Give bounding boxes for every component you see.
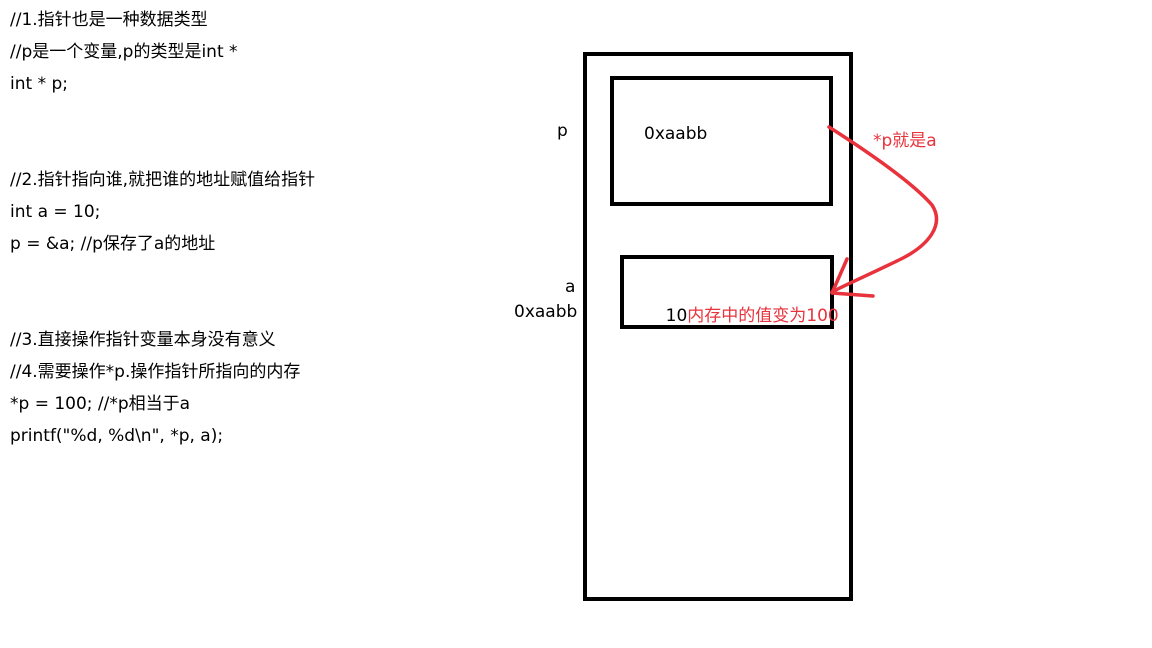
code-line-5: int a = 10; — [10, 202, 101, 222]
variable-a-value: 10内存中的值变为100 — [644, 283, 839, 349]
code-line-3: int * p; — [10, 74, 68, 94]
code-line-4: //2.指针指向谁,就把谁的地址赋值给指针 — [10, 170, 316, 190]
variable-a-number: 10 — [665, 306, 688, 326]
variable-a-label: a — [565, 277, 576, 297]
code-line-7: //3.直接操作指针变量本身没有意义 — [10, 330, 276, 350]
code-line-10: printf("%d, %d\n", *p, a); — [10, 426, 224, 446]
arrow-annotation: *p就是a — [873, 131, 937, 151]
code-line-2: //p是一个变量,p的类型是int * — [10, 42, 238, 62]
variable-a-annotation: 内存中的值变为100 — [687, 306, 839, 326]
memory-outer-box — [583, 52, 853, 601]
deref-arrow-curve — [827, 125, 939, 294]
pointer-p-cell — [610, 76, 833, 206]
code-line-6: p = &a; //p保存了a的地址 — [10, 234, 216, 254]
code-line-8: //4.需要操作*p.操作指针所指向的内存 — [10, 362, 301, 382]
variable-a-address: 0xaabb — [514, 302, 578, 322]
deref-arrow-head — [830, 257, 875, 298]
pointer-p-label: p — [557, 121, 568, 141]
code-line-9: *p = 100; //*p相当于a — [10, 394, 191, 414]
pointer-p-value: 0xaabb — [644, 124, 708, 144]
code-line-1: //1.指针也是一种数据类型 — [10, 10, 208, 30]
